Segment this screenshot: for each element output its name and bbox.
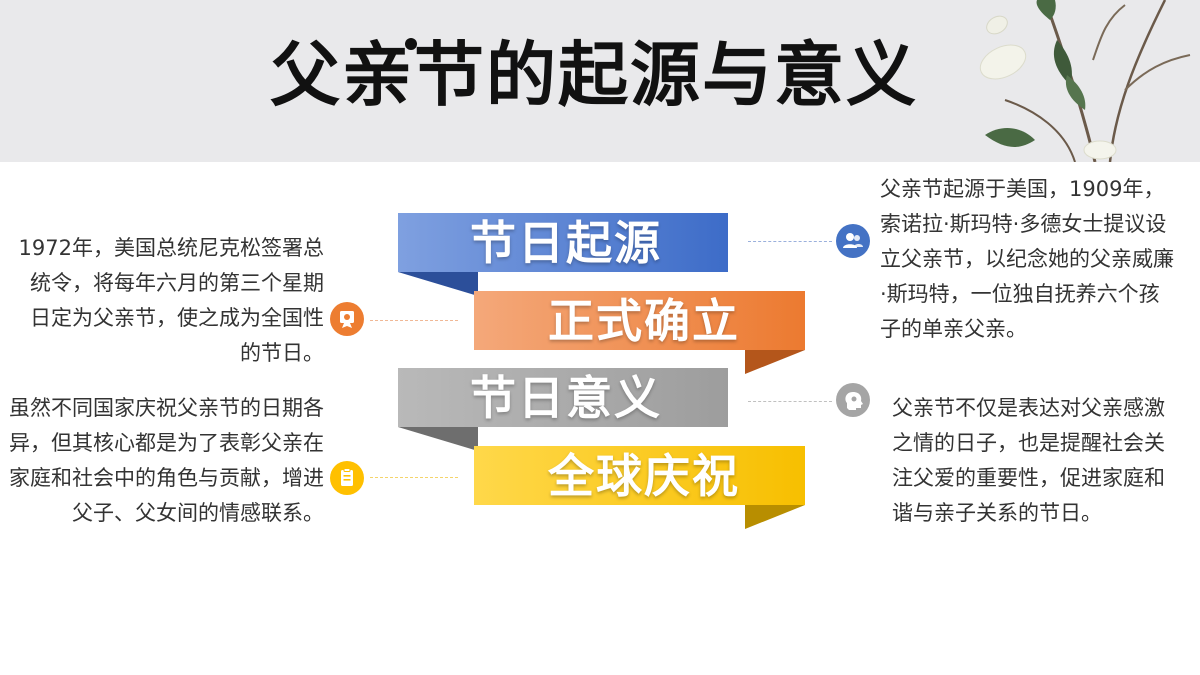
certificate-icon: [330, 302, 364, 336]
paragraph-origin: 父亲节起源于美国，1909年，索诺拉·斯玛特·多德女士提议设立父亲节，以纪念她的…: [880, 177, 1174, 341]
ribbon-band-establish: [474, 291, 805, 350]
ribbon-band-meaning: [398, 368, 728, 427]
connector-origin: [748, 241, 832, 242]
paragraph-global: 虽然不同国家庆祝父亲节的日期各异，但其核心都是为了表彰父亲在家庭和社会中的角色与…: [9, 396, 324, 525]
head-idea-icon: [836, 383, 870, 417]
users-icon: [836, 224, 870, 258]
plant-decoration-icon: [979, 0, 1191, 162]
connector-global: [370, 477, 458, 478]
ribbon-fold-origin: [398, 272, 478, 296]
ribbon-fold-global: [745, 505, 805, 529]
ribbon-label-meaning: 节日意义: [470, 371, 662, 425]
ribbon-fold-meaning: [398, 427, 478, 451]
title-dot-decoration: [405, 38, 417, 50]
paragraph-establish: 1972年，美国总统尼克松签署总统令，将每年六月的第三个星期日定为父亲节，使之成…: [18, 236, 324, 365]
connector-establish: [370, 320, 458, 321]
ribbon-fold-establish: [745, 350, 805, 374]
ribbon-band-global: [474, 446, 805, 505]
clipboard-icon: [330, 461, 364, 495]
ribbon-label-establish: 正式确立: [548, 294, 740, 348]
page-title: 父亲节的起源与意义: [270, 34, 918, 116]
ribbon-label-origin: 节日起源: [470, 216, 662, 270]
paragraph-meaning: 父亲节不仅是表达对父亲感激之情的日子，也是提醒社会关注父爱的重要性，促进家庭和谐…: [892, 396, 1165, 525]
connector-meaning: [748, 401, 832, 402]
ribbon-label-global: 全球庆祝: [548, 449, 740, 503]
ribbon-band-origin: [398, 213, 728, 272]
